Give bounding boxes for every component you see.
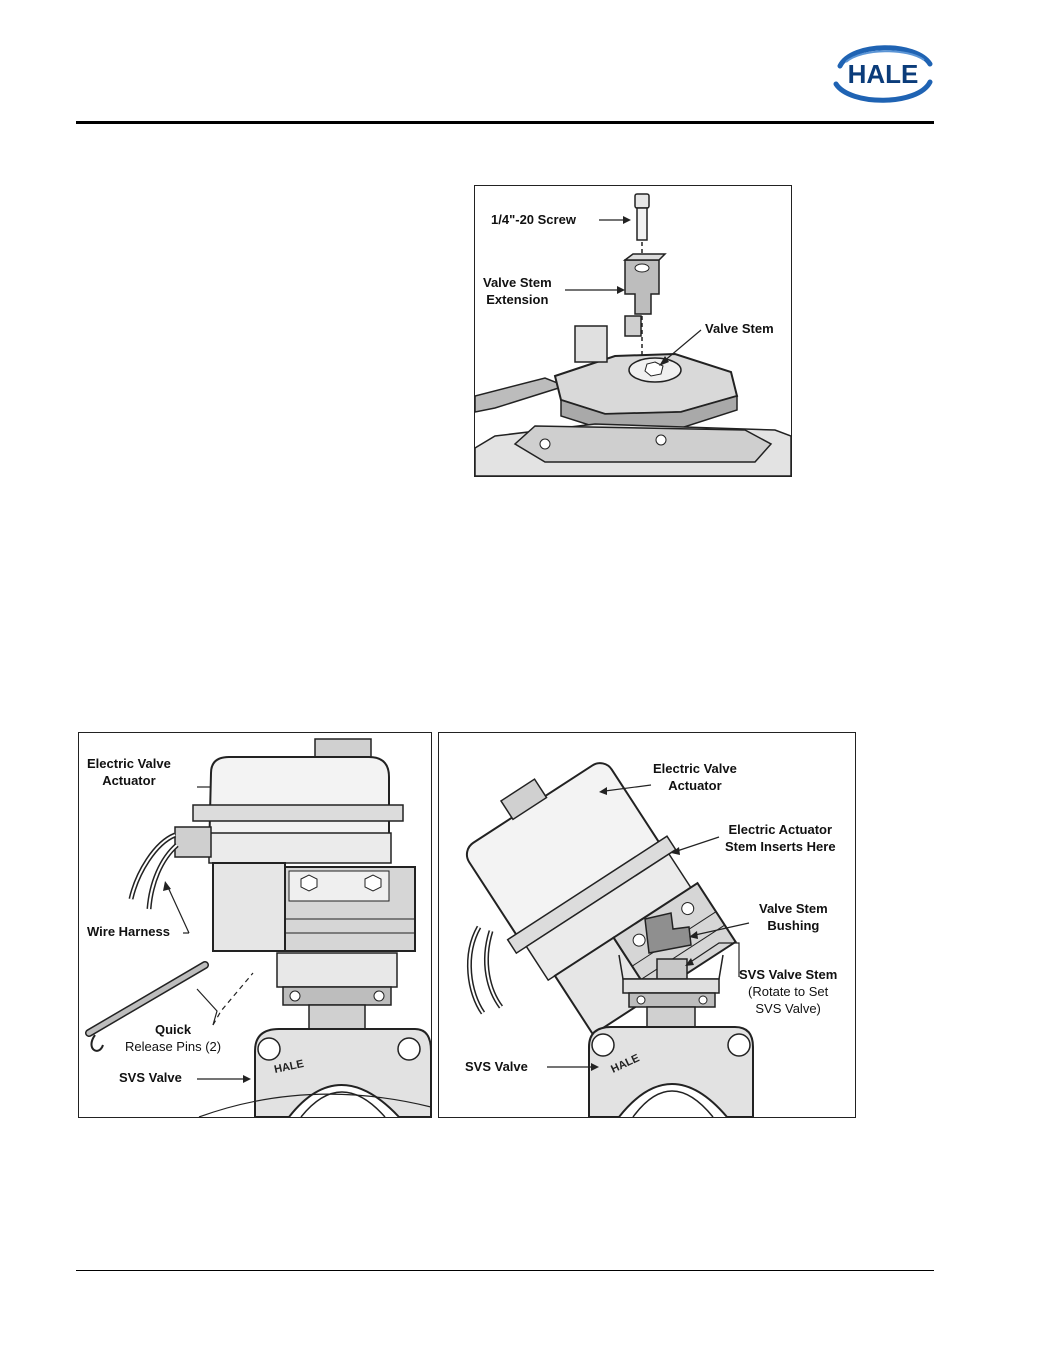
label-quick-release-pins-line1: Quick bbox=[125, 1021, 221, 1038]
hale-logo-graphic: HALE bbox=[832, 40, 934, 106]
label-svs-valve-right: SVS Valve bbox=[465, 1058, 528, 1075]
label-svs-valve-stem: SVS Valve Stem (Rotate to Set SVS Valve) bbox=[739, 966, 837, 1017]
label-stem-inserts-here-line2: Stem Inserts Here bbox=[725, 838, 836, 855]
label-svs-valve: SVS Valve bbox=[119, 1069, 182, 1086]
label-svs-valve-stem-line1: SVS Valve Stem bbox=[739, 966, 837, 983]
figure-actuator-assembly: HALE Electric Valve Actuator Wire Harnes… bbox=[78, 732, 432, 1118]
label-electric-valve-actuator: Electric Valve Actuator bbox=[87, 755, 171, 789]
hale-logo: HALE bbox=[832, 40, 934, 106]
label-svs-valve-stem-note-line1: (Rotate to Set bbox=[739, 983, 837, 1000]
label-electric-valve-actuator-right: Electric Valve Actuator bbox=[653, 760, 737, 794]
label-electric-valve-actuator-line2: Actuator bbox=[87, 772, 171, 789]
label-quick-release-pins: Quick Release Pins (2) bbox=[125, 1021, 221, 1055]
label-valve-stem-extension-line1: Valve Stem bbox=[483, 274, 552, 291]
label-valve-stem-bushing: Valve Stem Bushing bbox=[759, 900, 828, 934]
figure-actuator-installation: HALE Electric Valve Actuator Electric Ac… bbox=[438, 732, 856, 1118]
label-stem-inserts-here: Electric Actuator Stem Inserts Here bbox=[725, 821, 836, 855]
label-wire-harness: Wire Harness bbox=[87, 923, 170, 940]
label-valve-stem-extension-line2: Extension bbox=[483, 291, 552, 308]
label-electric-valve-actuator-line1: Electric Valve bbox=[87, 755, 171, 772]
label-screw: 1/4"-20 Screw bbox=[491, 211, 576, 228]
footer-rule bbox=[76, 1270, 934, 1271]
header-rule bbox=[76, 121, 934, 124]
label-valve-stem-bushing-line1: Valve Stem bbox=[759, 900, 828, 917]
label-valve-stem-extension: Valve Stem Extension bbox=[483, 274, 552, 308]
label-valve-stem-bushing-line2: Bushing bbox=[759, 917, 828, 934]
label-svs-valve-stem-note-line2: SVS Valve) bbox=[739, 1000, 837, 1017]
label-electric-valve-actuator-right-line2: Actuator bbox=[653, 777, 737, 794]
label-quick-release-pins-line2: Release Pins (2) bbox=[125, 1038, 221, 1055]
label-valve-stem: Valve Stem bbox=[705, 320, 774, 337]
label-stem-inserts-here-line1: Electric Actuator bbox=[725, 821, 836, 838]
label-electric-valve-actuator-right-line1: Electric Valve bbox=[653, 760, 737, 777]
logo-text: HALE bbox=[848, 59, 919, 89]
figure-valve-stem-extension: 1/4"-20 Screw Valve Stem Extension Valve… bbox=[474, 185, 792, 477]
